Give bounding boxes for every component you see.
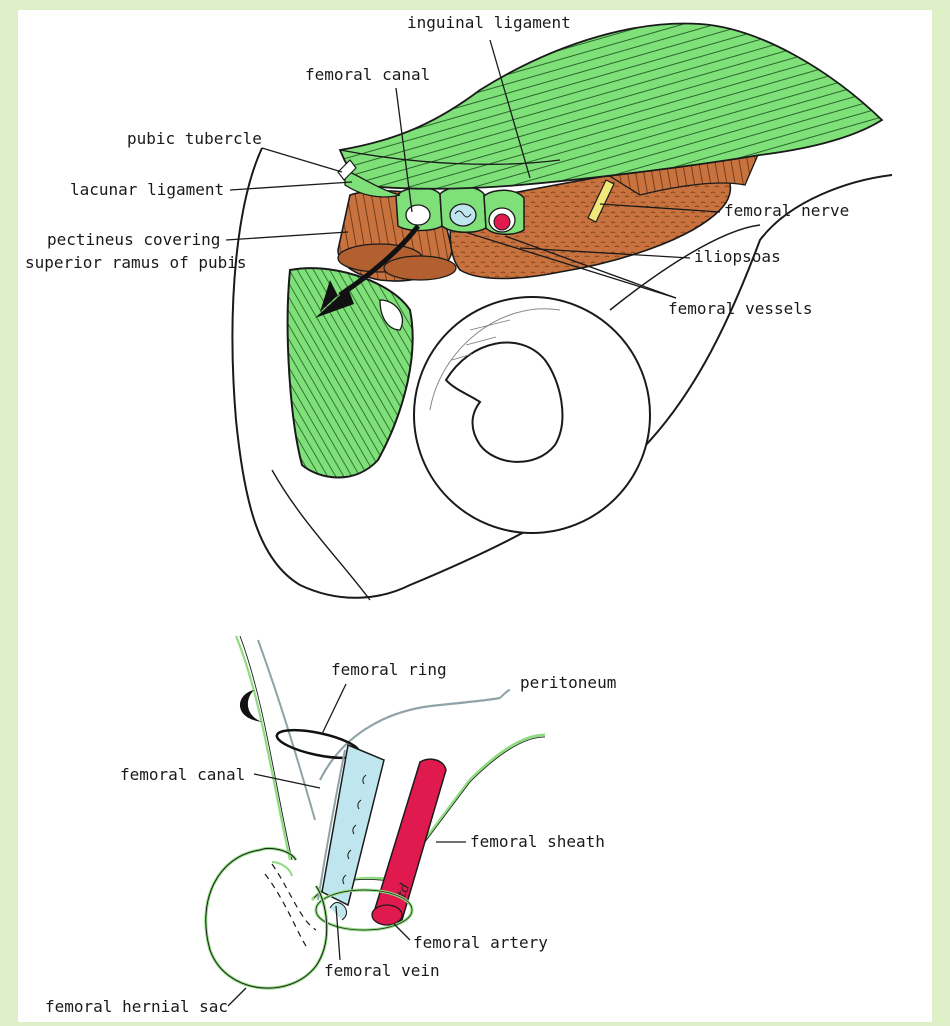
peritoneum-outer	[236, 636, 290, 860]
bottom-figure: td femoral ring peritoneum femoral canal…	[45, 636, 616, 1016]
leader-pubic-tubercle	[262, 148, 342, 172]
leader-femoral-artery	[394, 924, 410, 940]
acetabulum	[414, 297, 650, 533]
label-femoral-artery: femoral artery	[413, 933, 548, 952]
leader-femoral-canal-bottom	[254, 774, 320, 788]
top-figure: inguinal ligament femoral canal pubic tu…	[25, 13, 892, 600]
label-iliopsoas: iliopsoas	[694, 247, 781, 266]
label-lacunar-ligament: lacunar ligament	[70, 180, 224, 199]
label-femoral-sheath: femoral sheath	[470, 832, 605, 851]
inguinal-ligament-muscle	[340, 24, 882, 189]
label-pectineus-line2: superior ramus of pubis	[25, 253, 247, 272]
femoral-artery-tube	[372, 759, 446, 925]
label-femoral-canal-top: femoral canal	[305, 65, 430, 84]
leader-femoral-ring	[322, 684, 346, 734]
label-pubic-tubercle: pubic tubercle	[127, 129, 262, 148]
label-inguinal-ligament: inguinal ligament	[407, 13, 571, 32]
femoral-canal-lumen	[406, 205, 430, 225]
label-femoral-ring: femoral ring	[331, 660, 447, 679]
hip-bone-inner-edge	[272, 470, 370, 600]
label-femoral-canal-bottom: femoral canal	[120, 765, 245, 784]
leader-femoral-hernial-sac	[228, 988, 246, 1006]
label-femoral-vessels: femoral vessels	[668, 299, 813, 318]
label-peritoneum: peritoneum	[520, 673, 616, 692]
label-femoral-vein: femoral vein	[324, 961, 440, 980]
label-femoral-nerve: femoral nerve	[724, 201, 849, 220]
label-femoral-hernial-sac: femoral hernial sac	[45, 997, 228, 1016]
femoral-hernial-sac	[206, 848, 327, 988]
leader-pectineus	[226, 232, 348, 240]
label-pectineus-line1: pectineus covering	[47, 230, 220, 249]
femoral-vein-section	[450, 204, 476, 226]
